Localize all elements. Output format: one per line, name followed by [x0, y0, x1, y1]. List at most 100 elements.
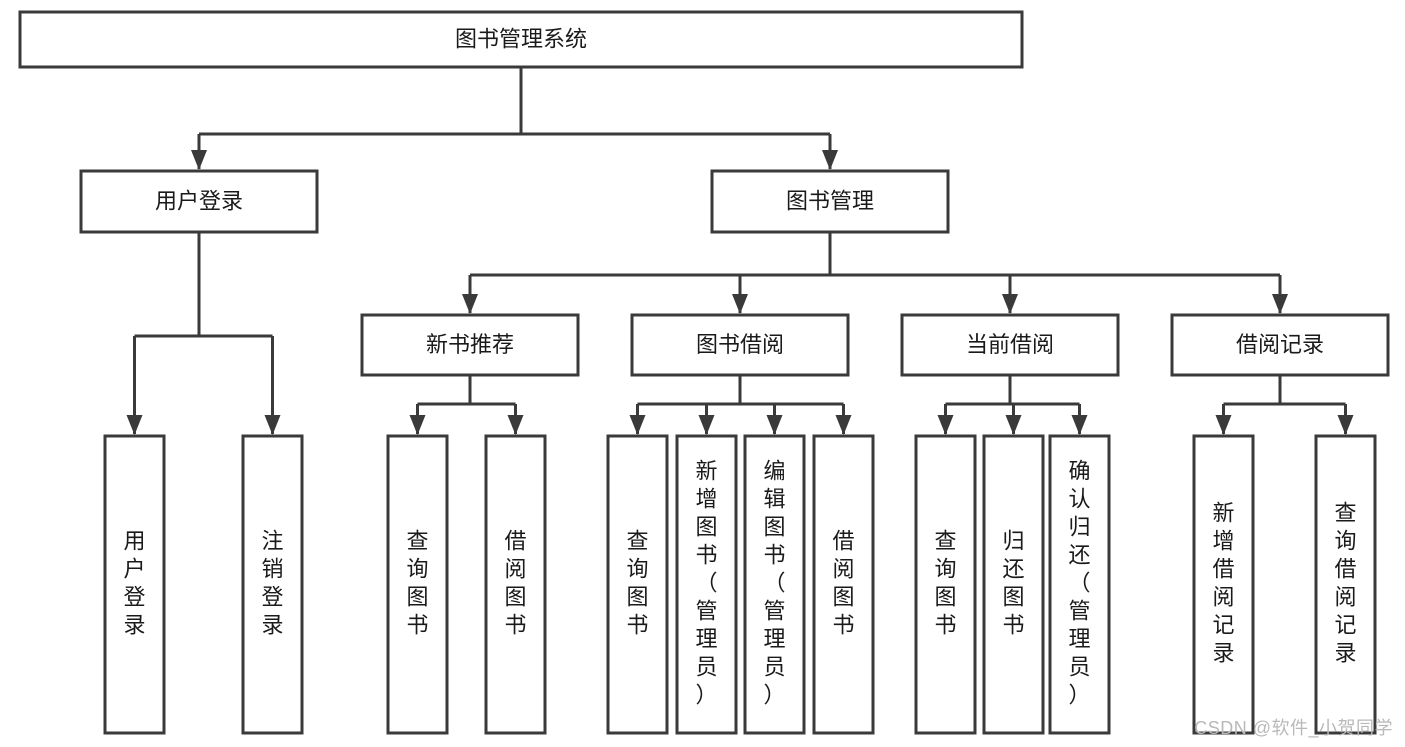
node-label-char: （: [763, 570, 785, 595]
node-label-char: 询: [1334, 528, 1356, 553]
node-label-char: 书: [763, 542, 785, 567]
node-box: [710, 169, 950, 234]
node-box: [743, 434, 806, 735]
node-label-char: 书: [406, 612, 428, 637]
node-label-char: 登: [123, 584, 145, 609]
node-label-char: 新: [1212, 500, 1234, 525]
node-box: [982, 434, 1045, 735]
node-label-char: （: [1068, 570, 1090, 595]
node-l3-3[interactable]: 借阅记录: [1170, 313, 1390, 377]
node-label-char: 员: [763, 654, 785, 679]
arrowhead-icon: [766, 415, 783, 435]
node-label-char: 图: [504, 584, 526, 609]
node-label-char: ）: [763, 682, 785, 707]
node-box: [812, 434, 875, 735]
node-label: 图书管理系统: [455, 26, 587, 51]
arrowhead-icon: [822, 150, 838, 170]
node-label-char: 录: [1212, 640, 1234, 665]
node-l3-2[interactable]: 当前借阅: [900, 313, 1120, 377]
node-label-char: 归: [1068, 514, 1090, 539]
node-label-char: 书: [695, 542, 717, 567]
node-label-char: 图: [832, 584, 854, 609]
node-label-char: 图: [626, 584, 648, 609]
node-l2-1[interactable]: 图书管理: [710, 169, 950, 234]
node-label-char: 书: [832, 612, 854, 637]
node-label-char: ）: [1068, 682, 1090, 707]
arrowhead-icon: [126, 415, 143, 435]
node-l3-1[interactable]: 图书借阅: [630, 313, 850, 377]
node-label-char: 借: [504, 528, 526, 553]
arrowhead-icon: [507, 415, 524, 435]
node-boxes: 图书管理系统用户登录图书管理新书推荐图书借阅当前借阅借阅记录用户登录注销登录查询…: [18, 10, 1390, 735]
node-l3-0[interactable]: 新书推荐: [360, 313, 580, 377]
arrowhead-icon: [1215, 415, 1232, 435]
node-label-char: 询: [934, 556, 956, 581]
node-box: [900, 313, 1120, 377]
node-label-char: 询: [626, 556, 648, 581]
node-box: [1314, 434, 1377, 735]
arrowhead-icon: [629, 415, 646, 435]
node-label: 图书管理: [786, 188, 874, 213]
arrowhead-icon: [937, 415, 954, 435]
node-label-char: 书: [1002, 612, 1024, 637]
node-label-char: 户: [123, 556, 145, 581]
arrowhead-icon: [835, 415, 852, 435]
arrowhead-icon: [191, 150, 207, 170]
node-box: [79, 169, 319, 234]
node-box: [675, 434, 738, 735]
node-label-char: 认: [1068, 486, 1090, 511]
node-label-char: 图: [406, 584, 428, 609]
node-label-char: 图: [695, 514, 717, 539]
node-label-char: 增: [695, 486, 717, 511]
arrowhead-icon: [1002, 294, 1018, 314]
node-label-char: 询: [406, 556, 428, 581]
node-label-char: 书: [934, 612, 956, 637]
node-label-char: 阅: [1212, 584, 1234, 609]
node-box: [1192, 434, 1255, 735]
node-label-char: 借: [1212, 556, 1234, 581]
node-label: 图书借阅: [696, 332, 784, 357]
node-label-char: 理: [1068, 626, 1090, 651]
node-label-char: 图: [763, 514, 785, 539]
node-label-char: 阅: [504, 556, 526, 581]
node-label: 用户登录: [155, 188, 243, 213]
node-box: [386, 434, 449, 735]
node-label-char: 借: [1334, 556, 1356, 581]
node-root-0[interactable]: 图书管理系统: [18, 10, 1024, 69]
node-label-char: （: [695, 570, 717, 595]
node-label: 借阅记录: [1236, 332, 1324, 357]
connector-lines: [126, 67, 1354, 435]
node-box: [241, 434, 304, 735]
arrowhead-icon: [732, 294, 748, 314]
node-label-char: 阅: [1334, 584, 1356, 609]
arrowhead-icon: [462, 294, 478, 314]
node-label-char: 还: [1068, 542, 1090, 567]
node-label-char: 确: [1068, 458, 1090, 483]
node-label: 新书推荐: [426, 332, 514, 357]
arrowhead-icon: [1272, 294, 1288, 314]
node-label-char: 录: [1334, 640, 1356, 665]
node-label-char: 录: [123, 612, 145, 637]
node-l4-0[interactable]: 用户登录: [103, 434, 166, 735]
node-label-char: 图: [934, 584, 956, 609]
node-label-char: 借: [832, 528, 854, 553]
node-label-char: 查: [934, 528, 956, 553]
arrowhead-icon: [1337, 415, 1354, 435]
node-box: [1048, 434, 1111, 735]
node-label-char: ）: [695, 682, 717, 707]
node-label-char: 员: [695, 654, 717, 679]
node-l2-0[interactable]: 用户登录: [79, 169, 319, 234]
arrowhead-icon: [264, 415, 281, 435]
